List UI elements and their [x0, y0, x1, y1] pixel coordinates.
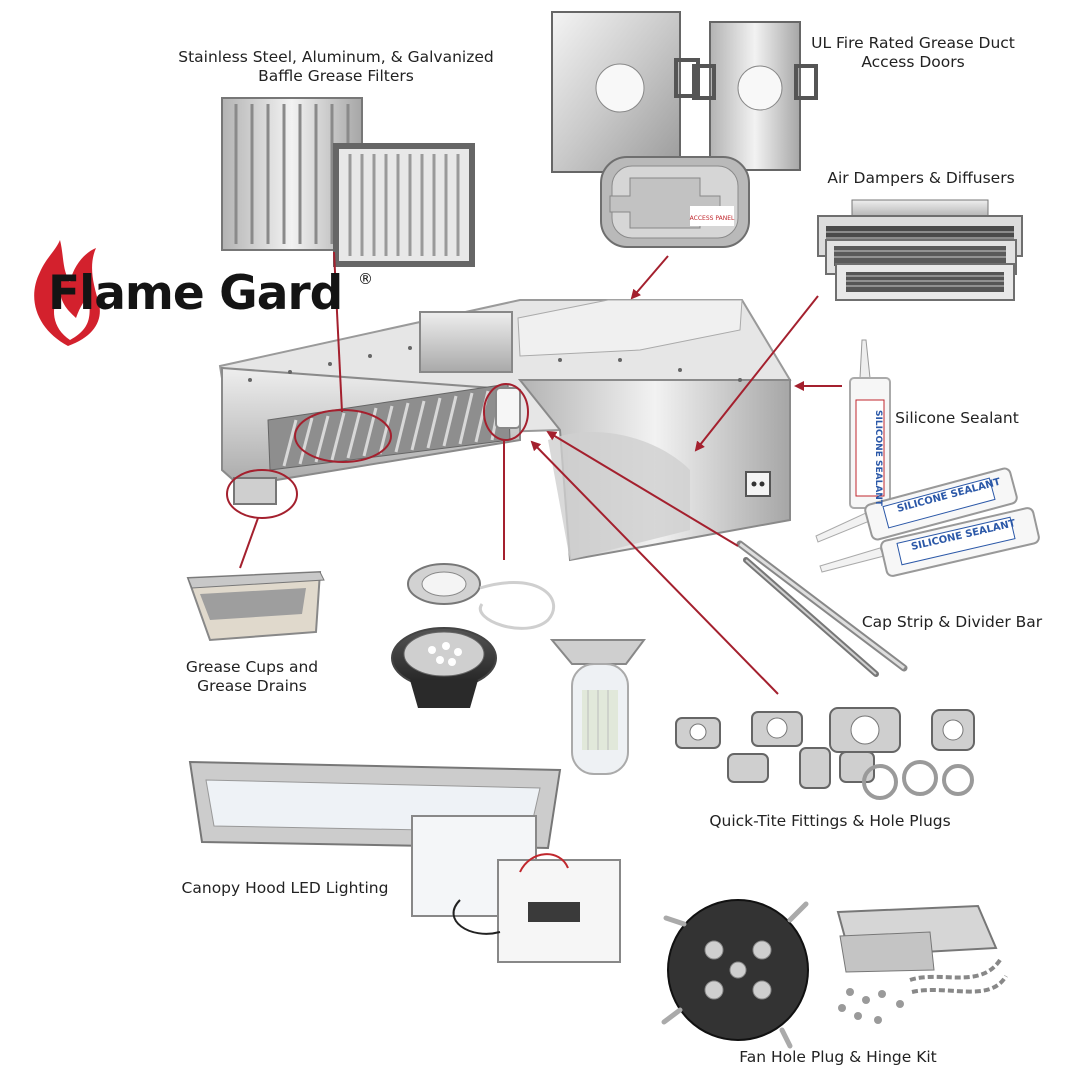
callout-ellipses [226, 383, 529, 519]
fittings-leader [530, 440, 779, 695]
led-lighting-image [188, 760, 621, 963]
label-cap-strip-text: Cap Strip & Divider Bar [861, 613, 1043, 631]
grease-cup-image [186, 570, 325, 642]
label-baffle-filters-line2: Baffle Grease Filters [258, 67, 414, 85]
label-sealant-text: Silicone Sealant [895, 409, 1019, 427]
sealant-tube-diagonal-2 [819, 507, 1040, 577]
label-access-doors: UL Fire Rated Grease Duct Access Doors [806, 34, 1020, 72]
label-fittings: Quick-Tite Fittings & Hole Plugs [700, 812, 960, 831]
label-dampers-text: Air Dampers & Diffusers [827, 169, 1015, 187]
label-fan-hole: Fan Hole Plug & Hinge Kit [730, 1048, 946, 1067]
registered-mark: ® [358, 270, 373, 288]
label-sealant: Silicone Sealant [886, 409, 1028, 428]
sealant-tube-text-1: SILICONE SEALANT [873, 410, 883, 507]
damper-leader [694, 295, 819, 452]
baffle-filter-leader [333, 251, 343, 413]
sealant-tube-diagonal-1 [815, 467, 1018, 543]
fan-hole-plug-image [661, 899, 809, 1049]
cap-strip-leader [546, 430, 739, 547]
recessed-lights-image [391, 563, 555, 708]
label-dampers: Air Dampers & Diffusers [816, 169, 1026, 188]
label-baffle-filters: Stainless Steel, Aluminum, & Galvanized … [176, 48, 496, 86]
brand-name: Flame Gard [48, 266, 343, 321]
access-panel-sticker: ACCESS PANEL [690, 215, 735, 222]
baffle-filters-image [221, 97, 475, 267]
vapor-proof-light-image [549, 639, 646, 775]
label-grease-cups-line1: Grease Cups and [185, 658, 319, 676]
brand-logo: Flame Gard ® [22, 244, 382, 354]
callout-lines [239, 251, 842, 695]
label-fittings-text: Quick-Tite Fittings & Hole Plugs [709, 812, 951, 830]
light-callout-ellipse [483, 383, 529, 441]
dampers-image [817, 199, 1023, 301]
exhaust-hood-image [218, 299, 792, 562]
access-doors-image: ACCESS PANEL [551, 11, 818, 248]
access-door-leader [630, 255, 669, 300]
grease-cup-callout-ellipse [226, 469, 298, 519]
fittings-image [675, 707, 975, 800]
label-access-doors-line1: UL Fire Rated Grease Duct [811, 34, 1015, 52]
label-led-lighting: Canopy Hood LED Lighting [172, 879, 398, 898]
label-baffle-filters-line1: Stainless Steel, Aluminum, & Galvanized [178, 48, 494, 66]
baffle-callout-ellipse [294, 409, 392, 463]
hinge-kit-image [836, 904, 1008, 1024]
grease-cup-leader [239, 517, 259, 569]
label-grease-cups-line2: Grease Drains [197, 677, 307, 695]
label-fan-hole-text: Fan Hole Plug & Hinge Kit [739, 1048, 937, 1066]
label-led-lighting-text: Canopy Hood LED Lighting [181, 879, 389, 897]
flame-logo-icon [34, 240, 100, 346]
label-cap-strip: Cap Strip & Divider Bar [856, 613, 1048, 632]
label-access-doors-line2: Access Doors [861, 53, 965, 71]
cap-strip-image [736, 540, 908, 677]
label-grease-cups: Grease Cups and Grease Drains [174, 658, 330, 696]
sealant-tubes-image: SILICONE SEALANT SILICONE SEALANT SILICO… [815, 339, 1040, 577]
